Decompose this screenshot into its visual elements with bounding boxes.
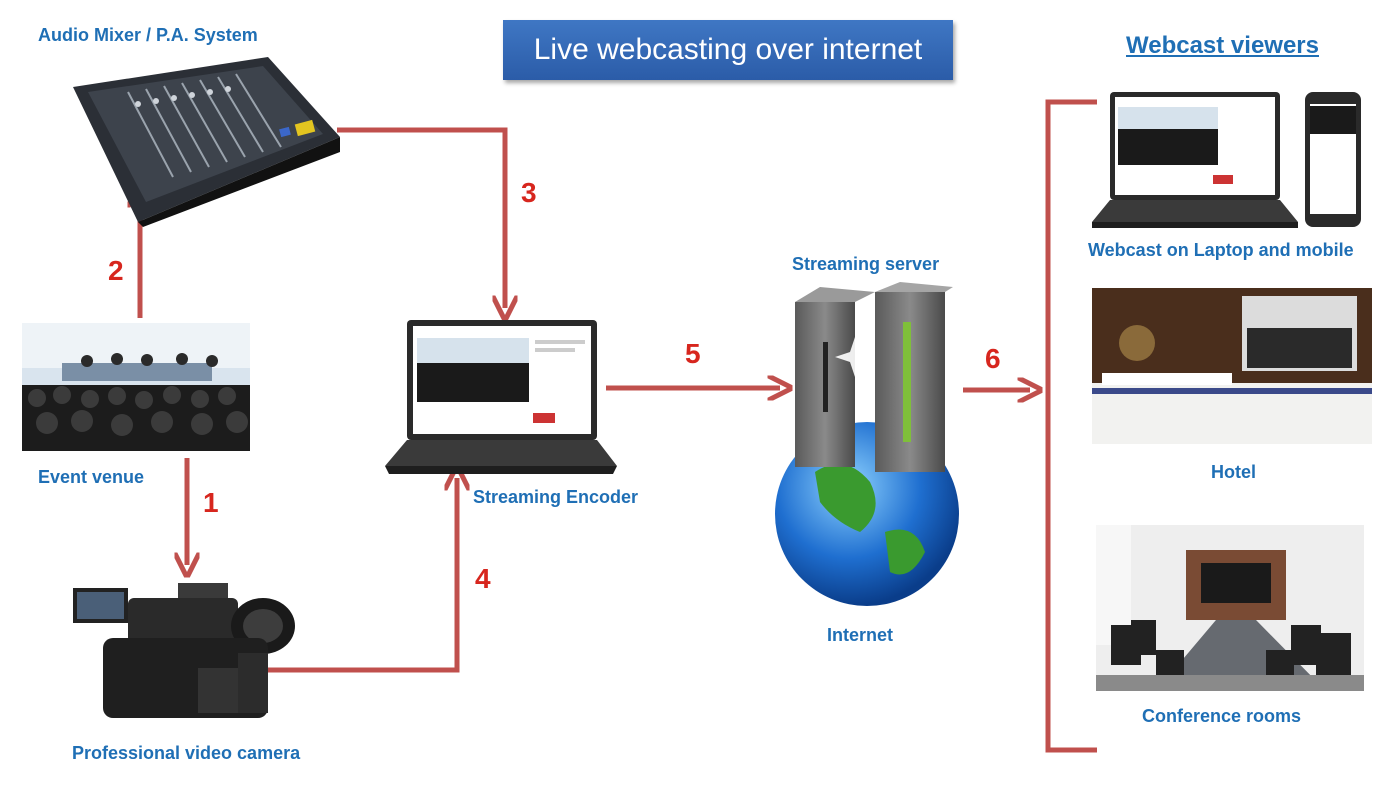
viewers-bracket [1045, 99, 1097, 753]
laptop-mobile-icon [1092, 92, 1361, 228]
encoder-laptop-icon [385, 320, 617, 474]
step-6: 6 [985, 343, 1001, 374]
step-4: 4 [475, 563, 491, 594]
page-title: Live webcasting over internet [503, 20, 953, 80]
server-globe-icon [775, 282, 959, 606]
video-camera-icon [73, 583, 295, 718]
step-5: 5 [685, 338, 701, 369]
viewers-heading: Webcast viewers [1126, 32, 1319, 59]
event-venue-label: Event venue [38, 467, 145, 487]
laptop-mobile-label: Webcast on Laptop and mobile [1088, 240, 1354, 260]
step-2: 2 [108, 255, 124, 286]
conference-label: Conference rooms [1142, 706, 1302, 726]
server-label: Streaming server [792, 254, 940, 274]
encoder-label: Streaming Encoder [473, 487, 639, 507]
hotel-icon [1092, 288, 1372, 444]
camera-label: Professional video camera [72, 743, 301, 763]
step-3: 3 [521, 177, 537, 208]
arrow-4 [268, 478, 457, 673]
step-1: 1 [203, 487, 219, 518]
audio-mixer-icon [73, 57, 340, 227]
internet-label: Internet [827, 625, 894, 645]
audio-mixer-label: Audio Mixer / P.A. System [38, 25, 258, 45]
event-venue-icon [22, 323, 250, 451]
hotel-label: Hotel [1211, 462, 1256, 482]
arrow-3 [337, 127, 505, 308]
conference-room-icon [1096, 525, 1364, 691]
